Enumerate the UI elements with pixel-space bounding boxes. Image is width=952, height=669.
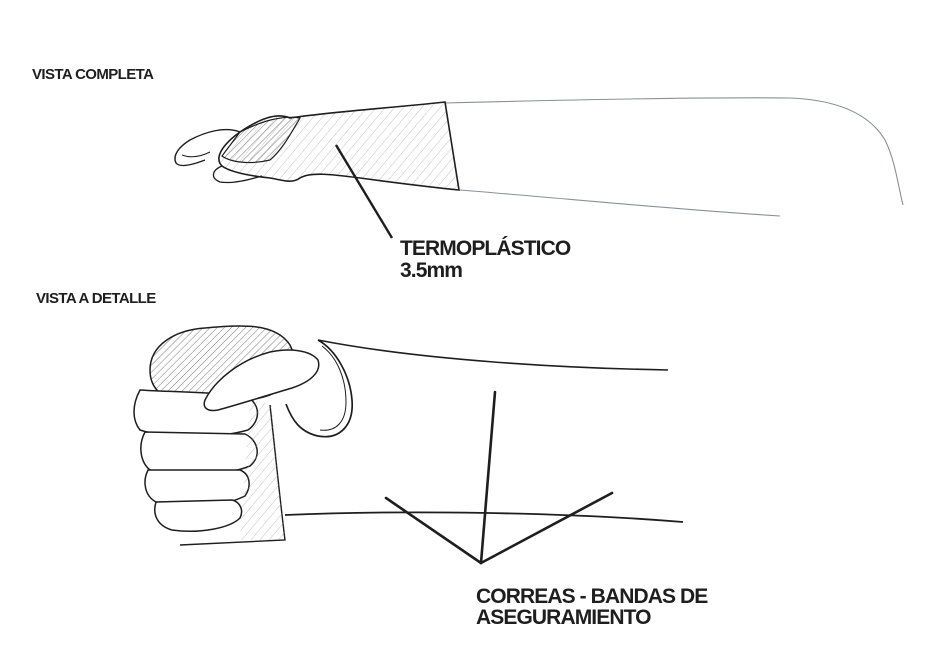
detail-view-hand xyxy=(133,325,320,540)
full-view-splint xyxy=(174,101,460,239)
material-callout-line1: TERMOPLÁSTICO xyxy=(400,237,571,260)
straps-pointer-lines xyxy=(384,390,614,565)
detail-view-title: VISTA A DETALLE xyxy=(36,290,156,307)
full-view-title: VISTA COMPLETA xyxy=(32,66,154,83)
straps-callout-line2: ASEGURAMIENTO xyxy=(476,606,651,629)
full-view-arm xyxy=(444,97,904,217)
material-callout-line2: 3.5mm xyxy=(400,259,463,282)
material-pointer-line xyxy=(334,144,394,239)
straps-callout-line1: CORREAS - BANDAS DE xyxy=(476,585,708,608)
